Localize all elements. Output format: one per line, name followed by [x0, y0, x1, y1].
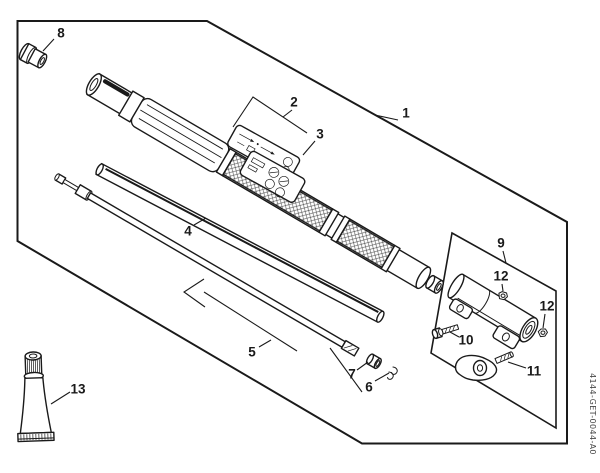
leader-12a: [501, 283, 504, 292]
grease-tube: [17, 351, 55, 443]
callout-7-label: 7: [348, 367, 356, 382]
callout-12b-label: 12: [539, 299, 554, 314]
leader-5-marks: [183, 278, 206, 308]
leader-3: [302, 140, 316, 156]
drive-shaft: [54, 173, 360, 357]
leader-7: [356, 361, 369, 371]
leader-11: [507, 361, 527, 369]
leader-4: [193, 217, 207, 226]
leader-10: [449, 331, 460, 338]
coupling-sleeve: [447, 273, 539, 350]
callout-labels: 1 2 3 4 5 6 7 8 9 10 11 12 12 13: [57, 26, 554, 397]
leader-8: [42, 38, 55, 52]
retaining-clip: [387, 366, 398, 380]
leader-13: [50, 391, 71, 405]
clamp-screw: [431, 324, 460, 340]
callout-3-label: 3: [316, 127, 324, 142]
wing-toggle: [454, 351, 514, 381]
drawing-number: 4144-GET-0044-A0: [588, 373, 597, 455]
bushing-ring: [365, 353, 382, 370]
callout-leaders: [42, 38, 546, 405]
callout-11-label: 11: [527, 364, 542, 379]
leader-5-long: [203, 291, 298, 352]
callout-1-label: 1: [402, 106, 410, 121]
leader-6: [374, 372, 390, 382]
callout-12a-label: 12: [493, 269, 508, 284]
callout-10-label: 10: [458, 333, 473, 348]
leader-2: [282, 109, 293, 118]
callout-8-label: 8: [57, 26, 65, 41]
nut-right: [537, 328, 548, 338]
callout-4-label: 4: [184, 224, 192, 239]
end-plug: [18, 42, 48, 69]
callout-13-label: 13: [70, 382, 86, 397]
leader-12b: [542, 313, 546, 329]
callout-5-label: 5: [248, 345, 256, 360]
liner-tube: [95, 162, 385, 323]
callout-9-label: 9: [497, 236, 505, 251]
tube-slot: [102, 79, 130, 97]
callout-2-label: 2: [290, 95, 298, 110]
sticker-lower: [239, 150, 306, 203]
leader-67-bracket: [329, 347, 363, 393]
leader-5: [258, 339, 272, 348]
leader-1: [374, 114, 399, 121]
end-collar: [425, 274, 444, 294]
callout-6-label: 6: [365, 380, 373, 395]
nut-upper: [498, 291, 508, 301]
leader-2-bracket: [232, 96, 308, 134]
leader-9: [502, 250, 507, 264]
